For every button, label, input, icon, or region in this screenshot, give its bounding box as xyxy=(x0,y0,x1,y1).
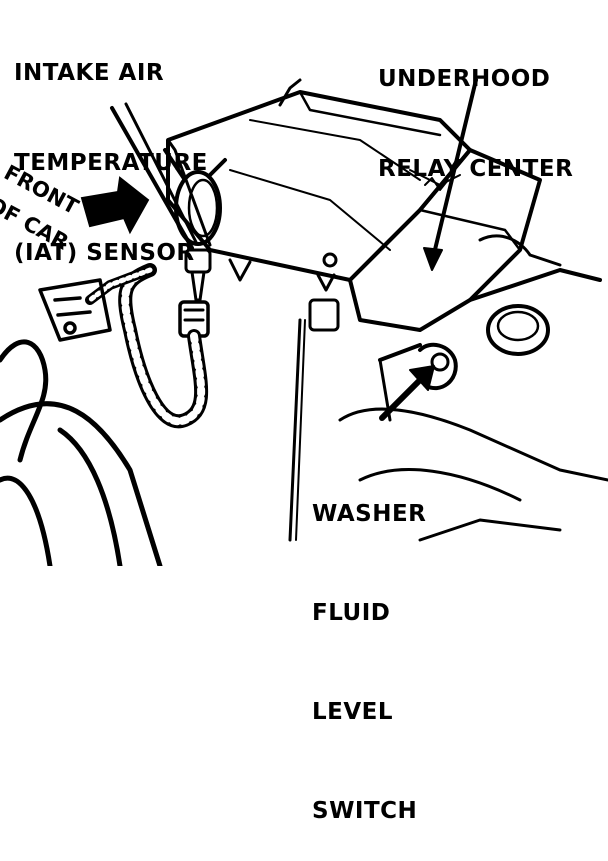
left-bracket xyxy=(38,278,112,342)
iat-label-line-3: (IAT) SENSOR xyxy=(14,240,195,266)
front-label-line-2: OF CAR xyxy=(0,192,73,255)
washer-label-line-4: SWITCH xyxy=(312,798,418,824)
iat-label-line-2: TEMPERATURE xyxy=(14,150,208,176)
washer-label-line-1: WASHER xyxy=(312,501,427,527)
washer-switch-label: WASHER FLUID LEVEL SWITCH xyxy=(312,432,426,861)
relay-center-label: UNDERHOOD RELAY CENTER xyxy=(378,4,573,214)
engine-bay-illustration xyxy=(0,78,608,566)
washer-label-line-3: LEVEL xyxy=(312,699,394,725)
washer-reservoir xyxy=(378,234,602,391)
iat-duct xyxy=(163,148,227,246)
relay-label-line-1: UNDERHOOD xyxy=(378,66,551,92)
relay-center-leader-line xyxy=(430,78,478,264)
left-hoses xyxy=(0,339,163,566)
sensor-harness xyxy=(85,263,209,429)
iat-label-line-1: INTAKE AIR xyxy=(14,60,165,86)
washer-label-line-2: FLUID xyxy=(312,600,391,626)
iat-sensor-label: INTAKE AIR TEMPERATURE (IAT) SENSOR xyxy=(14,0,208,298)
front-of-car-arrow xyxy=(80,176,150,235)
center-parts xyxy=(228,252,340,332)
relay-label-line-2: RELAY CENTER xyxy=(378,156,574,182)
dipstick xyxy=(288,318,302,542)
iat-leader-line xyxy=(110,106,194,250)
